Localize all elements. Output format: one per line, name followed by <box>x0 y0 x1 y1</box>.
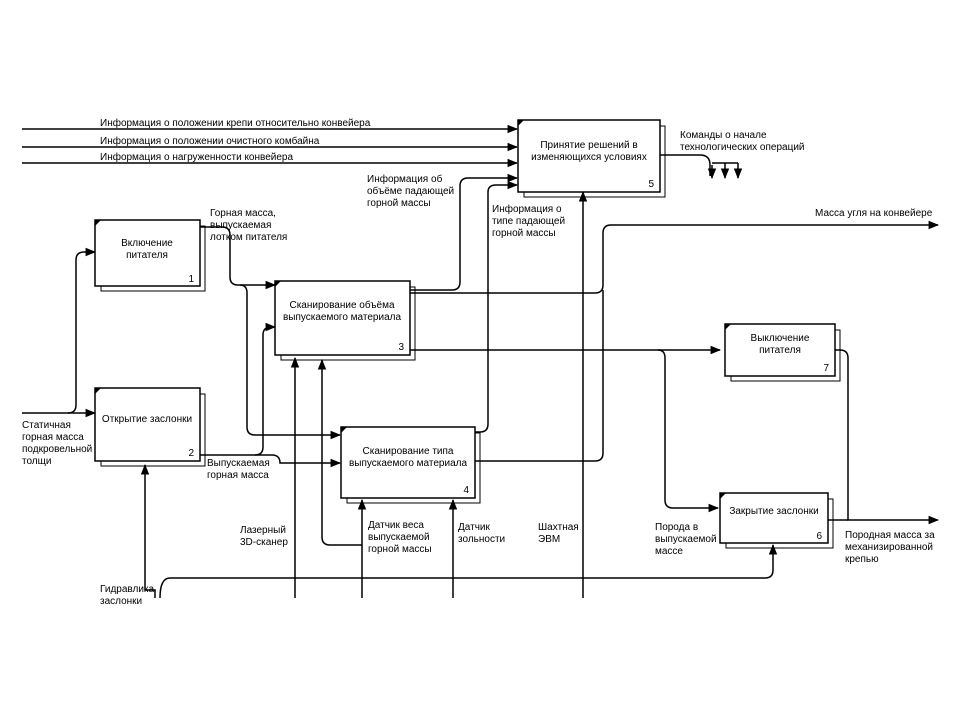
arrow-massa-uglya-b4 <box>475 290 604 462</box>
box-prinyatie-resheniy[interactable]: Принятие решений в изменяющихся условиях… <box>517 119 666 198</box>
label-info-kombain: Информация о положении очистного комбайн… <box>100 135 320 147</box>
label-vypusk-2: горная масса <box>207 470 269 481</box>
box-5-title-1: Принятие решений в <box>540 140 637 151</box>
box-3-title-1: Сканирование объёма <box>289 299 394 311</box>
label-porodnaya-2: механизированной <box>845 542 933 553</box>
label-gidravlika-1: Гидравлика <box>100 584 154 595</box>
label-static-3: подкровельной <box>22 444 92 455</box>
label-info-tip-3: горной массы <box>492 228 556 239</box>
arrow-vypusk-b3 <box>254 322 277 456</box>
box-7-number: 7 <box>823 363 829 374</box>
arrow-datchik-vesa-b3 <box>317 358 362 546</box>
label-laser-2: 3D-сканер <box>240 537 288 548</box>
label-gidravlika-2: заслонки <box>100 596 142 607</box>
label-komandy-2: технологических операций <box>680 142 805 153</box>
label-gornaya-1: Горная масса, <box>210 208 276 219</box>
arrow-labels: Информация о положении крепи относительн… <box>22 117 935 607</box>
box-vykluchenie-pitatelya[interactable]: Выключение питателя 7 <box>724 323 841 382</box>
label-static-1: Статичная <box>22 420 71 431</box>
box-2-title-1: Открытие заслонки <box>102 414 192 425</box>
label-datchik-vesa-2: выпускаемой <box>368 532 430 543</box>
label-porodnaya-1: Породная масса за <box>845 530 935 541</box>
label-evm-1: Шахтная <box>538 522 579 533</box>
box-6-title-1: Закрытие заслонки <box>729 506 818 517</box>
arrow-info-tip <box>475 180 519 433</box>
box-5-title-2: изменяющихся условиях <box>531 152 647 163</box>
connections <box>22 124 940 599</box>
box-vkluchenie-pitatelya[interactable]: Включение питателя 1 <box>94 219 206 292</box>
label-poroda-1: Порода в <box>655 522 698 533</box>
box-5-number: 5 <box>648 179 654 190</box>
label-poroda-2: выпускаемой <box>655 534 717 545</box>
label-datchik-vesa-3: горной массы <box>368 544 432 555</box>
arrow-info-obem <box>410 173 519 291</box>
label-datchik-zoln-2: зольности <box>458 534 505 545</box>
label-evm-2: ЭВМ <box>538 534 560 545</box>
label-gornaya-3: лотком питателя <box>210 232 287 243</box>
arrow-komandy-trunk <box>660 154 711 176</box>
box-1-number: 1 <box>188 274 194 285</box>
arrow-porodnaya <box>835 349 940 525</box>
label-static-4: толщи <box>22 456 51 467</box>
label-vypusk-1: Выпускаемая <box>207 458 270 469</box>
label-info-krep: Информация о положении крепи относительн… <box>100 117 371 129</box>
label-info-obem-3: горной массы <box>367 198 431 209</box>
box-4-number: 4 <box>463 485 469 496</box>
label-massa-uglya: Масса угля на конвейере <box>815 208 933 219</box>
arrow-gornaya-b4 <box>239 284 342 440</box>
label-datchik-zoln-1: Датчик <box>458 522 490 533</box>
arrow-gidravlika-b6 <box>159 543 778 599</box>
box-otkrytie-zaslonki[interactable]: Открытие заслонки 2 <box>94 387 206 467</box>
box-zakrytie-zaslonki[interactable]: Закрытие заслонки 6 <box>719 492 834 549</box>
box-3-title-2: выпускаемого материала <box>283 312 402 323</box>
label-info-tip-1: Информация о <box>492 203 562 215</box>
box-6-number: 6 <box>816 531 822 542</box>
box-7-title-2: питателя <box>759 345 801 356</box>
label-poroda-3: массе <box>655 546 683 557</box>
box-2-number: 2 <box>188 448 194 459</box>
label-porodnaya-3: крепью <box>845 554 879 565</box>
label-info-nagruz: Информация о нагруженности конвейера <box>100 151 293 163</box>
box-4-title-1: Сканирование типа <box>363 446 454 457</box>
label-info-obem-1: Информация об <box>367 173 443 185</box>
box-1-title-2: питателя <box>126 250 168 261</box>
label-info-tip-2: типе падающей <box>492 216 565 227</box>
box-1-title-1: Включение <box>121 238 173 249</box>
arrow-gidravlika-b2 <box>140 463 156 598</box>
box-3-number: 3 <box>398 342 404 353</box>
box-skanirovanie-tipa[interactable]: Сканирование типа выпускаемого материала… <box>340 426 481 504</box>
arrow-massa-uglya <box>410 220 940 294</box>
label-datchik-vesa-1: Датчик веса <box>368 520 424 531</box>
label-info-obem-2: объёме падающей <box>367 185 454 197</box>
arrow-vypusk-b4 <box>200 454 342 468</box>
box-skanirovanie-obema[interactable]: Сканирование объёма выпускаемого материа… <box>274 280 416 361</box>
box-7-title-1: Выключение <box>751 333 810 344</box>
arrow-poroda <box>657 349 720 513</box>
box-4-title-2: выпускаемого материала <box>349 458 468 469</box>
label-komandy-1: Команды о начале <box>680 130 767 141</box>
label-gornaya-2: выпускаемая <box>210 220 271 231</box>
arrow-gornaya-b3 <box>200 226 277 290</box>
label-static-2: горная масса <box>22 432 84 443</box>
label-laser-1: Лазерный <box>240 525 286 536</box>
arrow-static-b1 <box>67 247 97 414</box>
